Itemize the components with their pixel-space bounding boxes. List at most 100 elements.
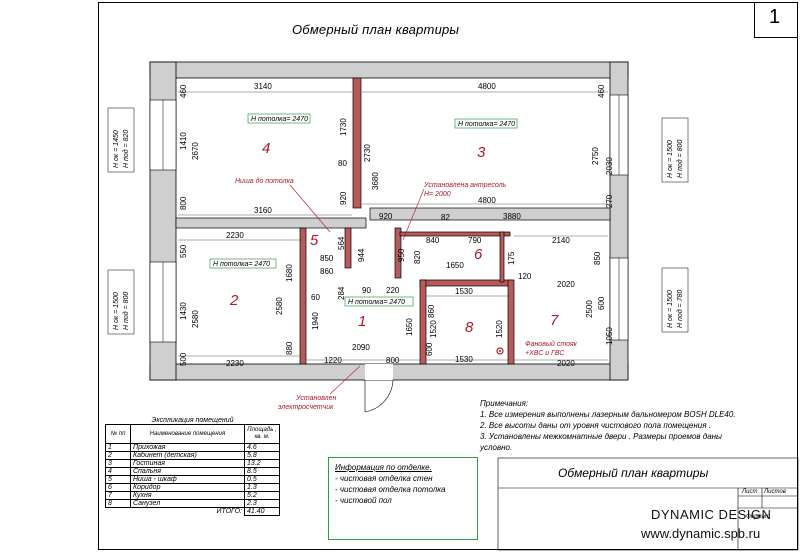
ceiling-tag-room-2: Н потолка= 2470 xyxy=(213,261,270,268)
dim-label: 60 xyxy=(311,293,320,302)
finish-info-item: - чистовой пол xyxy=(335,496,392,505)
cell: Прихожая xyxy=(130,443,245,452)
dim-label: 2580 xyxy=(191,310,200,328)
sheet-number-box xyxy=(754,2,798,38)
dim-label: 2230 xyxy=(226,231,244,240)
cell: 5.2 xyxy=(244,491,280,500)
dim-label: 800 xyxy=(179,196,188,210)
room-numbers: 4 3 2 1 5 6 7 8 xyxy=(229,140,559,336)
room-number-1: 1 xyxy=(358,313,366,330)
explication-table: Экспликация помещений № пп Наименование … xyxy=(105,417,280,516)
dim-label: 1220 xyxy=(324,356,342,365)
title-block-format-label: Формат xyxy=(746,514,770,520)
room-number-5: 5 xyxy=(310,232,319,249)
dim-label: 82 xyxy=(441,213,450,222)
page-title: Обмерный план квартиры xyxy=(292,22,460,37)
room-number-7: 7 xyxy=(550,312,559,329)
ceiling-tags: Н потолка= 2470 Н потолка= 2470 Н потолк… xyxy=(209,113,518,307)
dim-label: 860 xyxy=(320,267,334,276)
ceiling-tag-room-3: Н потолка= 2470 xyxy=(458,121,515,128)
room-number-8: 8 xyxy=(465,319,474,336)
dim-label: 1050 xyxy=(605,327,614,345)
dim-label: 3160 xyxy=(254,206,272,215)
dim-label: 1680 xyxy=(285,264,294,282)
note-3: 3. Установлены межкомнатные двери . Разм… xyxy=(480,432,722,441)
dim-label: 1530 xyxy=(455,287,473,296)
dim-label: 1430 xyxy=(179,302,188,320)
dim-label: 1530 xyxy=(455,355,473,364)
dim-label: 880 xyxy=(285,341,294,355)
cell: 4.6 xyxy=(244,443,280,452)
dim-label: 3140 xyxy=(254,82,272,91)
total-value: 41.40 xyxy=(244,507,280,516)
dim-label: 944 xyxy=(357,248,366,262)
dim-label: 2020 xyxy=(557,280,575,289)
title-block-sheet-label: Лист xyxy=(742,489,758,495)
dim-label: 1650 xyxy=(446,261,464,270)
mezzanine-height-label: Н= 2000 xyxy=(424,191,451,198)
dim-label: 4800 xyxy=(478,82,496,91)
explication-title: Экспликация помещений xyxy=(151,417,234,424)
dim-label: 2090 xyxy=(352,343,370,352)
title-block-lines xyxy=(497,457,799,551)
ceiling-tag-room-1: Н потолка= 2470 xyxy=(348,299,405,306)
dim-label: 950 xyxy=(397,248,406,262)
finish-info-box: Информация по отделке. - чистовая отделк… xyxy=(328,457,478,540)
brand-url[interactable]: www.dynamic.spb.ru xyxy=(641,526,761,541)
cell: 7 xyxy=(105,491,131,500)
dim-label: 860 xyxy=(427,304,436,318)
niche-label: Ниша до потолка xyxy=(235,177,294,185)
dim-label: 550 xyxy=(179,244,188,258)
meter-label-2: электросчетчик xyxy=(278,404,334,411)
dim-label: 3880 xyxy=(503,212,521,221)
cell: 6 xyxy=(105,483,131,492)
cell: 4 xyxy=(105,467,131,476)
window-1-h-ok: Н ок = 1450 xyxy=(113,130,120,168)
cell: Коридор xyxy=(130,483,245,492)
window-2-h-pod: Н под = 800 xyxy=(122,292,130,330)
cell: 8.5 xyxy=(244,467,280,476)
dim-label: 600 xyxy=(597,296,606,310)
window-4-h-pod: Н под = 780 xyxy=(676,290,684,328)
dim-label: 1940 xyxy=(311,312,320,330)
cell: 0.5 xyxy=(244,475,280,484)
title-block-name: Обмерный план квартиры xyxy=(558,466,709,480)
explication-header: Площадь , кв. м. xyxy=(244,424,280,444)
room-number-4: 4 xyxy=(262,140,270,157)
dim-label: 284 xyxy=(337,286,346,300)
riser-symbol xyxy=(496,347,504,355)
dim-label: 600 xyxy=(425,342,434,356)
dim-label: 460 xyxy=(179,84,188,98)
dim-label: 850 xyxy=(593,251,602,265)
mezzanine-label: Установлена антресоль xyxy=(423,182,507,189)
finish-info-item: - чистовая отделка стен xyxy=(335,474,433,483)
sheet-number: 1 xyxy=(769,6,781,28)
dim-label: 220 xyxy=(386,286,400,295)
cell: Кабинет (детская) xyxy=(130,451,245,460)
note-2: 2. Все высоты даны от уровня чистового п… xyxy=(480,421,711,430)
note-1: 1. Все измерения выполнены лазерным даль… xyxy=(480,410,736,419)
dim-label: 80 xyxy=(338,159,347,168)
dim-label: 175 xyxy=(507,251,516,265)
dim-label: 500 xyxy=(179,352,188,366)
room-number-3: 3 xyxy=(477,144,486,161)
dim-label: 90 xyxy=(362,286,371,295)
cell: 2 xyxy=(105,451,131,460)
window-3-h-ok: Н ок = 1500 xyxy=(667,140,674,178)
notes-block: Примечания: 1. Все измерения выполнены л… xyxy=(480,398,798,453)
dim-label: 2670 xyxy=(191,142,200,160)
finish-info-item: - чистовая отделка потолка xyxy=(335,485,446,494)
entrance-door xyxy=(364,379,394,413)
cell: 5.8 xyxy=(244,451,280,460)
window-heights: Н ок = 1450 Н под = 820 Н ок = 1500 Н по… xyxy=(107,107,689,335)
annotations: Ниша до потолка Установлена антресоль Н=… xyxy=(235,177,578,411)
sheet-frame xyxy=(98,2,798,550)
table-total-row: ИТОГО:41.40 xyxy=(106,507,280,516)
dim-label: 920 xyxy=(339,191,348,205)
